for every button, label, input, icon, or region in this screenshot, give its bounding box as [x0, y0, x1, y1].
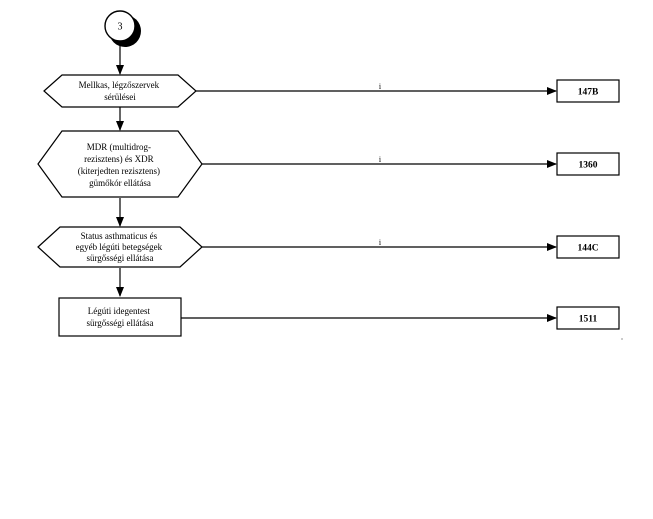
rect-shape: [58, 297, 182, 337]
node-line: gümőkór ellátása: [89, 178, 151, 188]
node-line: Mellkas, légzőszervek: [79, 80, 160, 90]
target-code: 1360: [579, 161, 598, 171]
node-text: Mellkas, légzőszervek sérülései: [79, 80, 162, 102]
process-node-airway-foreign-body: Légúti idegentest sürgősségi ellátása 15…: [58, 297, 620, 337]
node-line: egyéb légúti betegségek: [76, 242, 163, 252]
node-text: MDR (multidrog- rezisztens) és XDR (kite…: [78, 142, 162, 188]
target-box: [556, 152, 620, 176]
decision-node-mdr-xdr-tuberculosis: MDR (multidrog- rezisztens) és XDR (kite…: [37, 130, 620, 198]
target-box: [556, 235, 620, 259]
target-code: 144C: [577, 244, 598, 254]
node-line: rezisztens) és XDR: [84, 154, 153, 164]
node-line: sürgősségi ellátása: [86, 253, 153, 263]
node-line: MDR (multidrog-: [87, 142, 151, 152]
footnote-mark: ": [621, 339, 623, 344]
edge-label: i: [379, 238, 382, 247]
node-text: Légúti idegentest sürgősségi ellátása: [86, 306, 153, 328]
node-line: Status asthmaticus és: [81, 231, 158, 241]
target-box: [556, 306, 620, 330]
target-box: [556, 79, 620, 103]
start-connector-label: 3: [118, 22, 123, 33]
decision-node-chest-injuries: Mellkas, légzőszervek sérülései i 147B: [43, 74, 620, 108]
node-line: sürgősségi ellátása: [86, 318, 153, 328]
start-connector: 3: [104, 10, 141, 47]
edge-label: i: [379, 82, 382, 91]
target-code: 147B: [578, 88, 599, 98]
target-code: 1511: [579, 315, 598, 325]
node-line: sérülései: [104, 92, 136, 102]
edge-label: i: [379, 155, 382, 164]
node-line: (kiterjedten rezisztens): [78, 166, 160, 176]
node-line: Légúti idegentest: [88, 306, 151, 316]
node-text: Status asthmaticus és egyéb légúti beteg…: [76, 231, 165, 263]
decision-node-status-asthmaticus: Status asthmaticus és egyéb légúti beteg…: [37, 226, 620, 268]
